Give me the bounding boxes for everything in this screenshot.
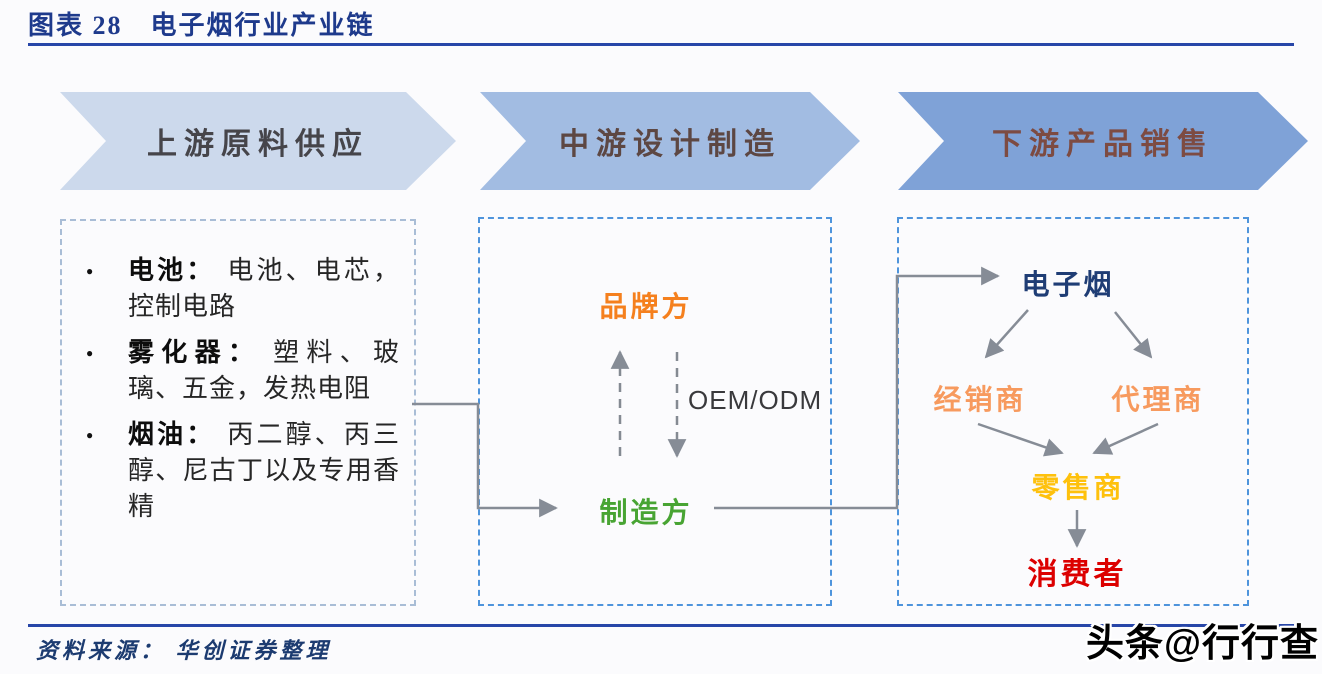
battery-label: 电池： [128,256,216,285]
stage-midstream-label: 中游设计制造 [559,128,781,161]
list-item-battery: 电池：电池、电芯，控制电路 [62,253,400,325]
stage-upstream-label: 上游原料供应 [147,128,369,161]
atomizer-text: 塑料、玻璃、五金，发热电阻 [128,338,400,403]
eliquid-text: 丙二醇、丙三醇、尼古丁以及专用香精 [128,420,400,521]
stage-upstream-chevron: 上游原料供应 [60,92,456,190]
source-note: 资料来源： 华创证券整理 [36,638,332,663]
battery-text: 电池、电芯，控制电路 [128,256,400,321]
list-item-eliquid: 烟油：丙二醇、丙三醇、尼古丁以及专用香精 [62,417,400,525]
stage-midstream-chevron: 中游设计制造 [480,92,860,190]
node-brand-owner: 品牌方 [599,292,693,323]
page-title: 图表 28 电子烟行业产业链 [28,11,375,40]
title-rule [28,43,1294,46]
node-consumer: 消费者 [1027,558,1127,591]
upstream-materials-list: 电池：电池、电芯，控制电路 雾化器：塑料、玻璃、五金，发热电阻 烟油：丙二醇、丙… [62,221,414,525]
node-distributor: 经销商 [933,385,1027,416]
upstream-materials-box: 电池：电池、电芯，控制电路 雾化器：塑料、玻璃、五金，发热电阻 烟油：丙二醇、丙… [60,219,416,606]
eliquid-label: 烟油： [128,420,216,449]
oem-odm-label: OEM/ODM [688,385,823,415]
node-ecigarette: 电子烟 [1021,270,1115,301]
footer-rule [28,624,1294,627]
atomizer-label: 雾化器： [128,338,262,367]
node-manufacturer: 制造方 [599,498,693,529]
list-item-atomizer: 雾化器：塑料、玻璃、五金，发热电阻 [62,335,400,407]
stage-downstream-label: 下游产品销售 [992,128,1214,161]
stage-downstream-chevron: 下游产品销售 [898,92,1308,190]
watermark-text: 头条@行行查 [1086,623,1320,665]
node-retailer: 零售商 [1031,473,1125,504]
node-agent: 代理商 [1111,385,1205,416]
